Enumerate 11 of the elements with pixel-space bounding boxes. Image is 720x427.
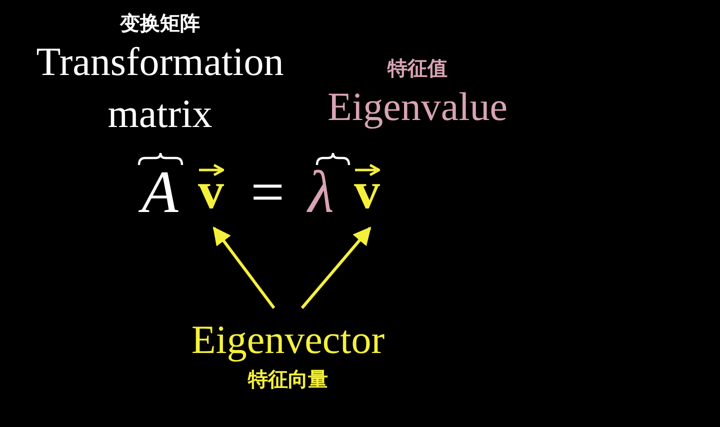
arrow bbox=[212, 226, 276, 309]
chinese-label: 特征值 bbox=[386, 55, 448, 81]
chinese-label: 特征向量 bbox=[246, 366, 329, 392]
term-label: Transformation matrix bbox=[35, 38, 285, 138]
equals-sign: = bbox=[250, 160, 286, 224]
eigenvalue-symbol: λ bbox=[300, 160, 342, 224]
chinese-label: 变换矩阵 bbox=[118, 10, 201, 36]
arrow bbox=[300, 226, 372, 309]
term-label: Eigenvalue bbox=[326, 83, 508, 131]
matrix-symbol: A bbox=[135, 160, 185, 224]
term-label: Eigenvector bbox=[190, 316, 386, 364]
